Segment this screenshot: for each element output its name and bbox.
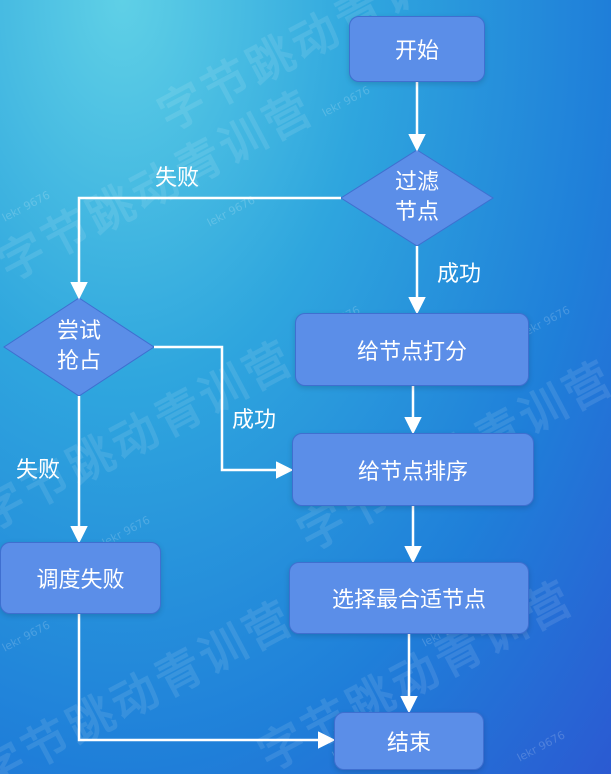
preempt-diamond-label: 尝试 抢占 [29, 317, 129, 377]
filter-label-line1: 过滤 [394, 170, 439, 195]
score-node: 给节点打分 [295, 313, 529, 386]
edge-label-preempt-fail: 失败 [16, 458, 61, 483]
edge-preempt-sort [154, 345, 294, 479]
sort-node: 给节点排序 [292, 433, 534, 506]
sched-fail-node: 调度失败 [0, 542, 161, 614]
end-node: 结束 [334, 712, 484, 770]
filter-diamond-label: 过滤 节点 [367, 168, 467, 228]
start-node-label: 开始 [394, 39, 439, 64]
edge-label-filter-fail: 失败 [155, 166, 200, 191]
edge-schedfail-end [77, 614, 336, 749]
preempt-label-line1: 尝试 [56, 319, 101, 344]
select-node: 选择最合适节点 [289, 562, 529, 634]
preempt-label-line2: 抢占 [56, 349, 101, 374]
end-node-label: 结束 [386, 731, 431, 756]
edge-label-preempt-success: 成功 [232, 408, 277, 433]
edge-label-filter-success: 成功 [437, 262, 482, 287]
filter-label-line2: 节点 [394, 200, 439, 225]
select-node-label: 选择最合适节点 [331, 588, 486, 613]
score-node-label: 给节点打分 [356, 339, 467, 365]
sort-node-label: 给节点排序 [357, 459, 468, 485]
edge-filter-preempt [70, 196, 341, 300]
start-node: 开始 [349, 16, 485, 82]
sched-fail-node-label: 调度失败 [36, 568, 125, 593]
